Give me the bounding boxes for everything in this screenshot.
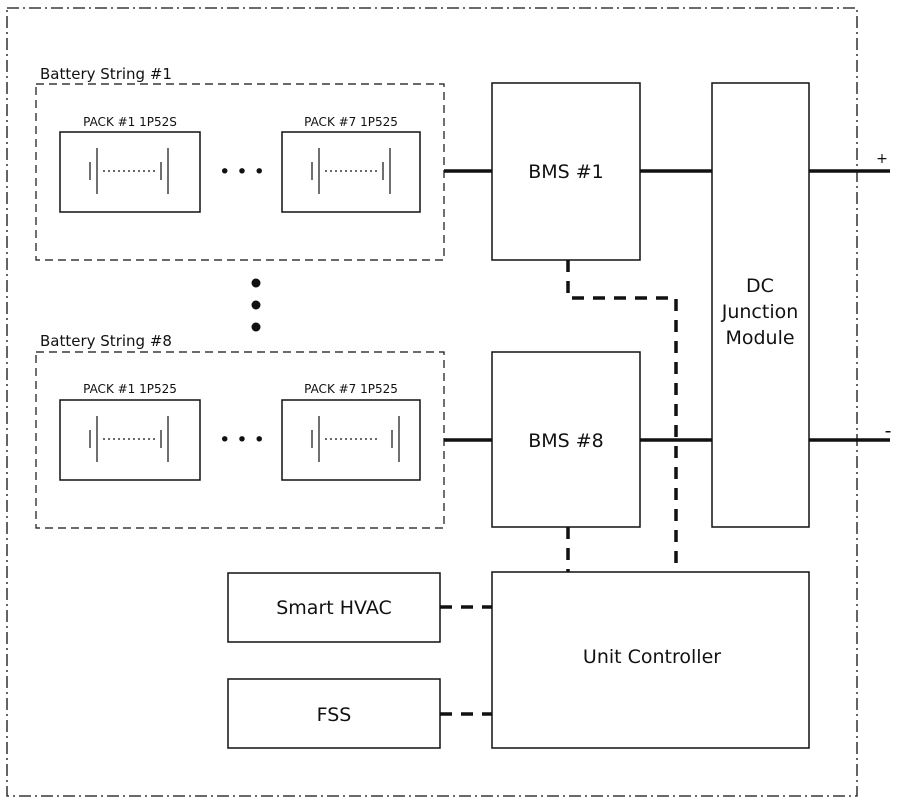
string-1-pack-7 <box>281 131 421 213</box>
string-8-ellipsis: • • • <box>219 429 265 451</box>
dc-junction-module-box <box>711 82 810 528</box>
battery-string-8-label: Battery String #8 <box>40 332 172 350</box>
string-8-pack-1-label: PACK #1 1P525 <box>83 382 177 396</box>
string-1-pack-1 <box>59 131 201 213</box>
dc-junction-label-line-3: Module <box>725 327 794 349</box>
negative-terminal-label: - <box>885 420 892 442</box>
smart-hvac-label: Smart HVAC <box>276 597 392 619</box>
string-1-pack-1-label: PACK #1 1P52S <box>83 115 177 129</box>
string-8-pack-1-cell-icon <box>89 416 169 462</box>
dc-junction-label-line-2: Junction <box>721 301 799 323</box>
string-1-ellipsis: • • • <box>219 161 265 183</box>
string-8-pack-7 <box>281 399 421 481</box>
string-1-pack-1-cell-icon <box>89 148 169 194</box>
fss-box <box>227 678 441 749</box>
battery-string-1-label: Battery String #1 <box>40 65 172 83</box>
bms-8-box <box>491 351 641 528</box>
string-8-pack-7-cell-icon <box>311 416 400 462</box>
comm-link-bms-1-to-unit-controller <box>566 260 678 572</box>
bms-1-box <box>491 82 641 261</box>
string-1-pack-7-label: PACK #7 1P525 <box>304 115 398 129</box>
string-1-pack-7-cell-icon <box>311 148 391 194</box>
fss-label: FSS <box>317 704 352 726</box>
string-8-pack-1 <box>59 399 201 481</box>
unit-controller-label: Unit Controller <box>583 646 721 668</box>
smart-hvac-box <box>227 572 441 643</box>
enclosure-boundary <box>6 7 858 797</box>
bms-8-label: BMS #8 <box>528 430 604 452</box>
unit-controller-box <box>491 571 810 749</box>
string-continuation-dots <box>251 278 261 332</box>
string-8-pack-7-label: PACK #7 1P525 <box>304 382 398 396</box>
positive-terminal-label: + <box>876 151 888 167</box>
dc-junction-label-line-1: DC <box>746 275 774 297</box>
bms-1-label: BMS #1 <box>528 161 604 183</box>
